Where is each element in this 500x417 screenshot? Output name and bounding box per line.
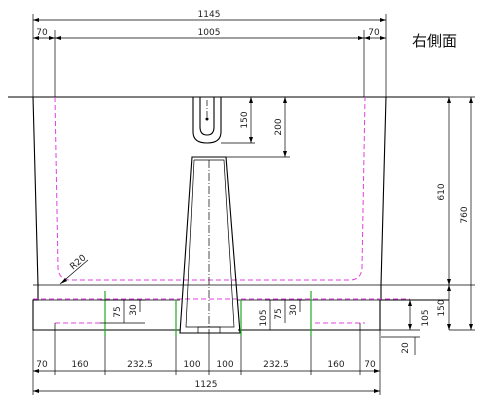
label-r20: R20 <box>69 253 89 272</box>
dimension-overall-width: 1145 <box>32 10 387 97</box>
label-bottom-232-left: 232.5 <box>127 360 153 370</box>
label-200: 200 <box>274 118 284 135</box>
drain-column <box>179 156 241 337</box>
label-760: 760 <box>460 206 470 223</box>
dimension-bottom-segments: 70 160 232.5 100 100 232.5 160 70 <box>32 300 381 395</box>
dimension-left-step: 75 30 <box>100 299 145 324</box>
label-75-right: 75 <box>274 308 284 319</box>
dimension-far-right: 105 20 <box>380 300 431 355</box>
dimension-slot: 150 200 <box>221 96 290 158</box>
label-bottom-160-right: 160 <box>327 360 344 370</box>
label-105-right-a: 105 <box>259 309 269 326</box>
body-outline <box>8 96 449 331</box>
label-75-left: 75 <box>113 306 123 317</box>
label-bottom-70-right: 70 <box>364 360 376 370</box>
label-610: 610 <box>437 183 447 200</box>
label-bottom-70-left: 70 <box>36 360 48 370</box>
dimension-top-row: 70 1005 70 <box>33 28 386 97</box>
label-30-left: 30 <box>129 304 139 316</box>
radius-callout: R20 <box>59 253 89 285</box>
overflow-slot <box>192 97 222 144</box>
label-70-right: 70 <box>368 28 380 38</box>
hidden-basin-line <box>33 96 410 324</box>
dimension-bottom-total: 1125 <box>33 380 380 393</box>
label-bottom-100-right: 100 <box>216 360 233 370</box>
label-105-far: 105 <box>421 309 431 326</box>
label-bottom-232-right: 232.5 <box>263 360 289 370</box>
label-bottom-100-left: 100 <box>183 360 200 370</box>
green-markers <box>104 291 312 336</box>
view-title: 右側面 <box>412 32 457 50</box>
label-bottom-160-left: 160 <box>71 360 88 370</box>
label-1125: 1125 <box>195 380 218 390</box>
label-20: 20 <box>401 342 411 354</box>
label-30-right: 30 <box>289 304 299 316</box>
dimension-height: 610 760 150 <box>437 96 475 331</box>
label-1005: 1005 <box>198 28 221 38</box>
label-1145: 1145 <box>198 10 221 20</box>
label-150-slot: 150 <box>240 111 250 128</box>
label-70-left: 70 <box>36 28 48 38</box>
label-150-base: 150 <box>437 299 447 316</box>
dimension-right-step: 105 75 30 <box>259 299 305 331</box>
